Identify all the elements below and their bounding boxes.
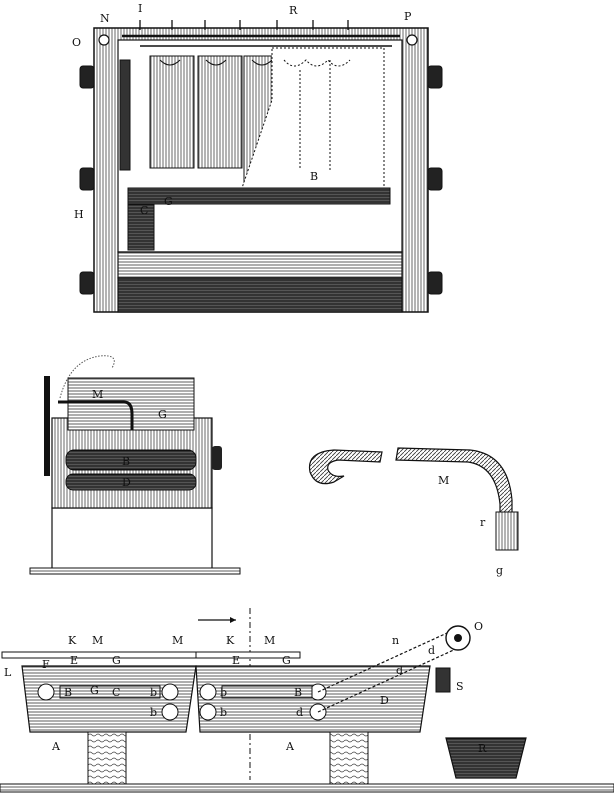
side-cord [59,355,115,399]
frame-trough [117,251,403,279]
paper-panel-cutaway [241,47,385,189]
sec-label-g1: G [112,654,121,667]
label-h: H [74,208,84,221]
sec-label-a1: A [51,740,61,753]
floor [0,783,614,793]
label-r: R [289,4,298,17]
pipe-label-r: r [480,516,486,529]
sec-label-k1: K [68,634,77,647]
sec-label-g2: G [90,684,99,697]
sec-label-d3: d [396,664,403,677]
sec-label-a2: A [285,740,295,753]
left-tank [21,665,197,733]
side-view: M G B D [29,355,241,575]
side-knob [212,446,222,470]
side-label-g: G [158,408,167,421]
side-floor [29,567,241,575]
sec-label-f: F [42,658,50,671]
tray-r [445,737,527,779]
support-a1 [87,731,127,787]
sec-label-b1b: b [150,686,157,699]
sec-label-s: S [456,680,464,693]
side-label-d: D [122,476,131,489]
sec-label-c1: C [112,686,120,699]
right-tank [195,665,431,733]
pipe-hook [308,449,383,485]
sec-label-r: R [478,742,487,755]
sec-label-d1: d [296,706,303,719]
pipe-bend [395,447,513,549]
top-frame-view: N I R P O B H C G [72,2,443,313]
side-pipe-m [58,400,134,430]
sec-label-e1: E [70,654,78,667]
frame-member-c [127,203,155,251]
frame-base [117,277,403,313]
sec-label-k2: K [226,634,235,647]
bolt-top-left [98,34,110,46]
side-label-b: B [122,455,130,468]
sec-label-b4: b [220,706,227,719]
sec-label-l: L [4,666,12,679]
side-label-m: M [92,388,103,401]
roller-d [65,473,197,491]
side-brace [44,376,50,476]
sec-label-e2: E [232,654,240,667]
sec-label-b1: B [64,686,72,699]
sec-label-n: n [392,634,399,647]
sec-label-m3: M [264,634,275,647]
sec-label-b3: b [220,686,227,699]
sec-label-b2b: B [294,686,302,699]
pipe-detail: M r g [308,447,519,577]
pipe-sleeve-r [495,511,519,551]
sec-label-m1: M [92,634,103,647]
roller-b [65,449,197,471]
label-p: P [404,10,412,23]
sec-label-m2: M [172,634,183,647]
label-c: C [140,204,148,217]
sec-label-d: D [380,694,389,707]
label-n: N [100,12,110,25]
right-rail [195,651,301,659]
pipe-label-m: M [438,474,449,487]
pipe-label-g: g [496,564,503,577]
label-g: G [164,195,173,208]
label-b: B [310,170,318,183]
left-rollers [37,683,179,721]
sec-label-d2: d [428,644,435,657]
label-i: I [138,2,142,15]
frame-member-h [119,59,131,171]
sec-label-o: O [474,620,483,633]
direction-arrowhead [230,617,236,623]
support-a2 [329,731,369,787]
bolt-top-right [406,34,418,46]
section-view: K M M E G F L B G C b b K M E G b B d b … [0,608,614,793]
right-rollers [199,683,327,721]
top-ticks [139,20,349,30]
frame-member-g [127,187,391,205]
conveyor-bracket-s [435,667,451,693]
side-clamps [79,65,443,295]
conveyor-chain [317,627,459,713]
sec-label-b2: b [150,706,157,719]
sec-label-g3: G [282,654,291,667]
label-o: O [72,36,81,49]
side-table-base [51,507,213,571]
left-rail [1,651,199,659]
